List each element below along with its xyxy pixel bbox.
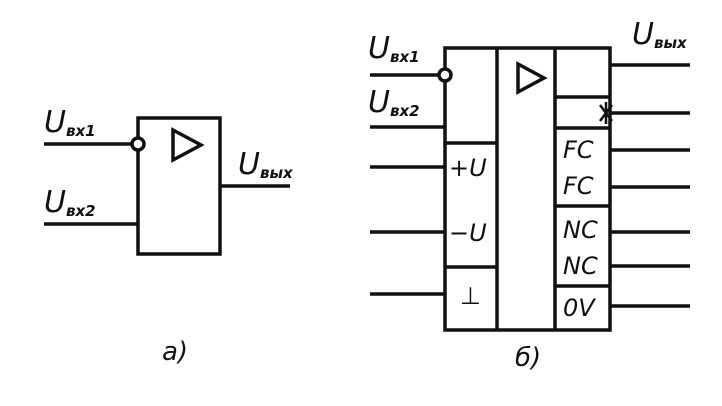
caption-a: а) bbox=[162, 337, 188, 367]
diagram-b: Uвх1 Uвх2 Uвых +U −U ⊥ FC FC NC NC 0V б) bbox=[368, 17, 690, 373]
output-label: Uвых bbox=[238, 147, 294, 182]
neg-supply-label: −U bbox=[449, 219, 487, 247]
input-1-label: Uвх1 bbox=[44, 105, 96, 140]
inversion-circle-icon bbox=[130, 136, 146, 152]
nc-label-2: NC bbox=[563, 252, 598, 280]
ground-label: ⊥ bbox=[460, 282, 481, 310]
opamp-a-body bbox=[136, 116, 222, 256]
diagram-a: Uвх1 Uвх2 Uвых а) bbox=[44, 105, 294, 367]
inversion-circle-icon bbox=[437, 67, 453, 83]
input-1-label: Uвх1 bbox=[368, 31, 420, 66]
output-label: Uвых bbox=[632, 17, 688, 52]
nc-label-1: NC bbox=[563, 216, 598, 244]
amplifier-triangle-icon bbox=[171, 127, 205, 163]
caption-b: б) bbox=[515, 343, 541, 373]
0v-label: 0V bbox=[563, 294, 596, 322]
input-2-label: Uвх2 bbox=[368, 85, 420, 120]
asterisk-icon bbox=[599, 102, 613, 124]
fc-label-1: FC bbox=[563, 136, 594, 164]
amplifier-triangle-icon bbox=[516, 61, 548, 95]
fc-label-2: FC bbox=[563, 172, 594, 200]
input-2-label: Uвх2 bbox=[44, 185, 96, 220]
opamp-b-body bbox=[443, 46, 612, 332]
pos-supply-label: +U bbox=[449, 154, 487, 182]
